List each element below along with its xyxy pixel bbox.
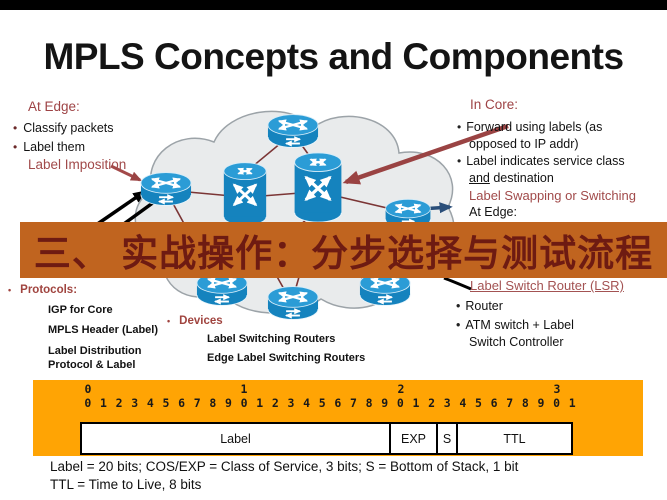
bit-index: 1 [568, 396, 576, 410]
field-cell-s: S [436, 424, 456, 453]
bit-decade-marker: 3 [553, 382, 561, 396]
lsr-pointer-line [443, 276, 472, 291]
bit-index: 8 [209, 396, 217, 410]
bit-index: 6 [490, 396, 498, 410]
mpls-header-table: Label EXP S TTL [80, 422, 573, 455]
label-imposition-arrow [110, 164, 143, 182]
bit-index: 0 [84, 396, 92, 410]
bit-index: 6 [178, 396, 186, 410]
bit-index: 0 [553, 396, 561, 410]
bit-index: 0 [240, 396, 248, 410]
atm-switch-left-icon [224, 163, 266, 226]
field-legend-line2: TTL = Time to Live, 8 bits [50, 476, 202, 492]
bit-index: 4 [303, 396, 311, 410]
in-core-bullet: Forward using labels (as [457, 119, 665, 136]
destination-text: destination [493, 171, 554, 185]
bit-index: 1 [412, 396, 420, 410]
bit-index: 3 [443, 396, 451, 410]
field-cell-exp: EXP [389, 424, 436, 453]
overlay-banner: 三、 实战操作：分步选择与测试流程 [20, 222, 667, 278]
bit-index: 9 [537, 396, 545, 410]
bit-index: 1 [99, 396, 107, 410]
bit-index: 9 [381, 396, 389, 410]
in-core-bullet: Label indicates service class [457, 153, 665, 170]
in-core-block: In Core: Forward using labels (as oppose… [457, 97, 665, 221]
protocols-block: Protocols: IGP for Core MPLS Header (Lab… [8, 284, 183, 372]
banner-text: 三、 实战操作：分步选择与测试流程 [33, 233, 654, 274]
bit-index: 3 [131, 396, 139, 410]
field-cell-label: Label [220, 431, 251, 446]
devices-item: Label Switching Routers [207, 333, 336, 345]
bit-index: 5 [474, 396, 482, 410]
at-edge-right-label: At Edge: [469, 205, 517, 219]
protocols-item: IGP for Core [48, 304, 113, 316]
bit-index: 4 [146, 396, 154, 410]
underlined-and: and [469, 171, 490, 185]
bit-index: 7 [506, 396, 514, 410]
bit-index: 2 [428, 396, 436, 410]
lsr-block: Label Switch Router (LSR) Router ATM swi… [456, 278, 667, 351]
bit-index: 5 [318, 396, 326, 410]
bit-index: 3 [287, 396, 295, 410]
lsr-heading: Label Switch Router (LSR) [470, 278, 624, 293]
atm-switch-right-icon [295, 153, 342, 222]
at-edge-bullet: Label them [13, 138, 183, 157]
protocols-item: Label Distribution [48, 345, 142, 357]
field-legend-line1: Label = 20 bits; COS/EXP = Class of Serv… [50, 459, 519, 474]
field-legend: Label = 20 bits; COS/EXP = Class of Serv… [50, 458, 518, 493]
bit-index: 9 [224, 396, 232, 410]
bit-decade-marker: 2 [397, 382, 405, 396]
bit-index: 7 [193, 396, 201, 410]
bit-index: 4 [459, 396, 467, 410]
lsr-bullet: ATM switch + Label [456, 317, 667, 334]
router-top-icon [268, 115, 318, 148]
packet-arrow [95, 190, 147, 227]
devices-heading: Devices [167, 315, 387, 327]
bit-index: 6 [334, 396, 342, 410]
bit-index: 8 [365, 396, 373, 410]
in-core-bullet-cont: and destination [469, 170, 665, 187]
in-core-heading: In Core: [470, 97, 519, 112]
edge-router-left-icon [141, 173, 191, 206]
label-swapping-note: Label Swapping or Switching [469, 188, 636, 203]
bit-index: 7 [349, 396, 357, 410]
protocols-item: Protocol & Label [48, 359, 136, 371]
field-cell-ttl: TTL [456, 424, 571, 453]
protocols-item: MPLS Header (Label) [48, 324, 159, 336]
bit-decade-marker: 1 [240, 382, 248, 396]
at-edge-block: At Edge: Classify packets Label them Lab… [13, 99, 183, 172]
bit-index: 8 [521, 396, 529, 410]
devices-block: Devices Label Switching Routers Edge Lab… [167, 315, 387, 371]
bit-decade-marker: 0 [84, 382, 92, 396]
label-imposition-note: Label Imposition [28, 157, 127, 172]
bit-index: 2 [271, 396, 279, 410]
protocols-heading: Protocols: [8, 284, 183, 296]
devices-item: Edge Label Switching Routers [207, 352, 366, 364]
at-edge-heading: At Edge: [28, 99, 80, 114]
in-core-bullet-cont: opposed to IP addr) [469, 137, 579, 151]
at-edge-bullet: Classify packets [13, 119, 183, 138]
bit-index: 1 [256, 396, 264, 410]
bit-index: 2 [115, 396, 123, 410]
page-title: MPLS Concepts and Components [43, 36, 624, 77]
lsr-bullet-cont: Switch Controller [469, 335, 564, 349]
bit-index: 5 [162, 396, 170, 410]
top-border-bar [0, 0, 667, 10]
bit-index: 0 [396, 396, 404, 410]
lsr-bullet: Router [456, 298, 667, 315]
